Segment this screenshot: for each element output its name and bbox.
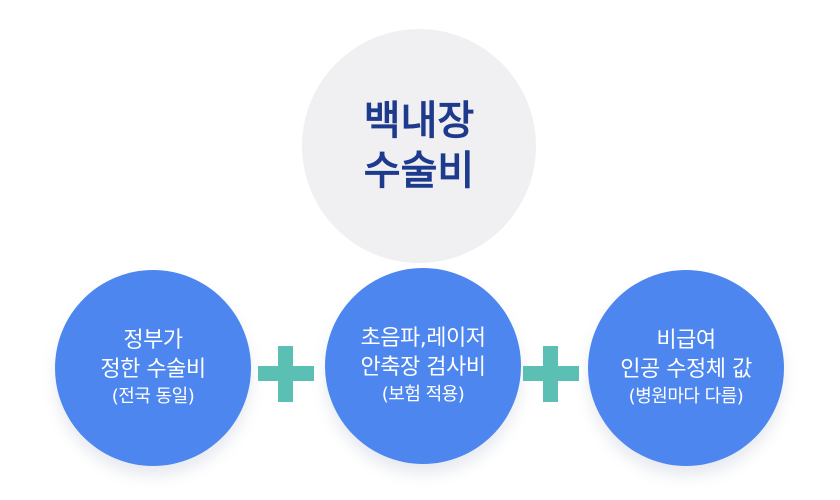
component-3-line-3: (병원마다 다름) xyxy=(628,386,744,407)
total-cost-line-2: 수술비 xyxy=(363,148,475,194)
component-1-line-2: 정한 수술비 xyxy=(100,357,206,382)
component-circle-2: 초음파,레이저 안축장 검사비 (보험 적용) xyxy=(325,268,521,464)
total-cost-line-1: 백내장 xyxy=(363,98,475,144)
component-1-line-3: (전국 동일) xyxy=(111,386,195,407)
plus-icon xyxy=(523,346,579,402)
component-circle-1: 정부가 정한 수술비 (전국 동일) xyxy=(55,270,251,466)
component-2-line-3: (보험 적용) xyxy=(381,384,465,405)
component-3-line-1: 비급여 xyxy=(656,328,716,353)
component-3-line-2: 인공 수정체 값 xyxy=(620,357,752,382)
component-circle-3: 비급여 인공 수정체 값 (병원마다 다름) xyxy=(588,270,784,466)
plus-icon xyxy=(258,346,314,402)
component-2-line-2: 안축장 검사비 xyxy=(360,355,486,380)
total-cost-circle: 백내장 수술비 xyxy=(302,29,536,263)
component-1-line-1: 정부가 xyxy=(123,328,183,353)
component-2-line-1: 초음파,레이저 xyxy=(360,326,486,351)
